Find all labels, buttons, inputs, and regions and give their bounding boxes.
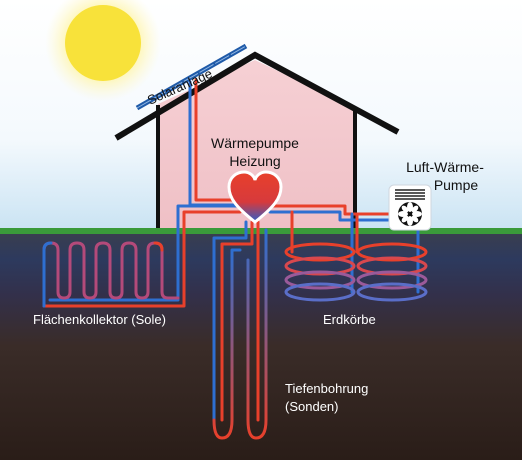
air-heatpump-label-line2: Pumpe: [433, 177, 479, 193]
flat-collector-label: Flächenkollektor (Sole): [33, 312, 166, 327]
grass-strip: [0, 228, 522, 234]
borehole-label-line1: Tiefenbohrung: [285, 381, 369, 396]
borehole-label-line2: (Sonden): [285, 399, 339, 414]
borehole-label: Tiefenbohrung (Sonden): [285, 380, 368, 416]
air-heat-pump-unit: [388, 184, 432, 231]
fan-icon: [398, 202, 422, 226]
pipe-network: [42, 78, 420, 308]
house: [114, 51, 400, 228]
air-heatpump-label: Luft-Wärme- Pumpe: [390, 158, 500, 194]
heart-icon: [227, 170, 283, 224]
air-heatpump-label-line1: Luft-Wärme-: [406, 159, 484, 175]
heatpump-label-line2: Heizung: [229, 153, 281, 169]
earth-baskets: [284, 242, 428, 302]
heatpump-label-line1: Wärmepumpe: [211, 135, 299, 151]
solar-panel-icon: [135, 43, 248, 111]
borehole-probes: [212, 220, 268, 440]
sun-icon: [45, 0, 161, 101]
soil: [0, 232, 522, 460]
heatpump-label: Wärmepumpe Heizung: [196, 134, 314, 170]
earth-baskets-label: Erdkörbe: [323, 312, 376, 327]
flat-collector: [42, 241, 180, 308]
